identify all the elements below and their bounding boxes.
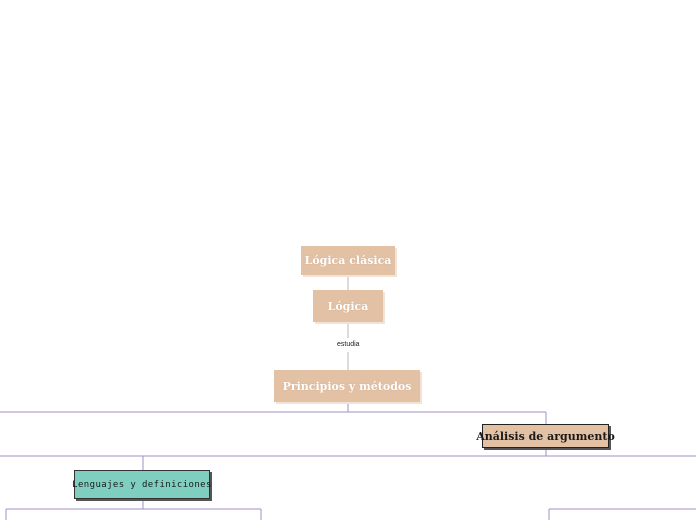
node-logica-label: Lógica xyxy=(327,299,369,313)
node-logica-clasica-label: Lógica clásica xyxy=(304,254,392,267)
link-label-estudia: estudia xyxy=(337,341,360,348)
node-logica[interactable]: Lógica xyxy=(313,290,383,322)
node-lenguajes-y-definiciones[interactable]: Lenguajes y definiciones xyxy=(72,470,212,499)
node-analisis-de-argumento-label: Análisis de argumento xyxy=(476,429,615,443)
node-principios-y-metodos-label: Principios y métodos xyxy=(282,379,412,393)
node-lenguajes-y-definiciones-label: Lenguajes y definiciones xyxy=(72,479,212,490)
node-principios-y-metodos[interactable]: Principios y métodos xyxy=(274,370,420,402)
node-logica-clasica[interactable]: Lógica clásica xyxy=(301,246,395,275)
node-analisis-de-argumento[interactable]: Análisis de argumento xyxy=(476,424,615,448)
